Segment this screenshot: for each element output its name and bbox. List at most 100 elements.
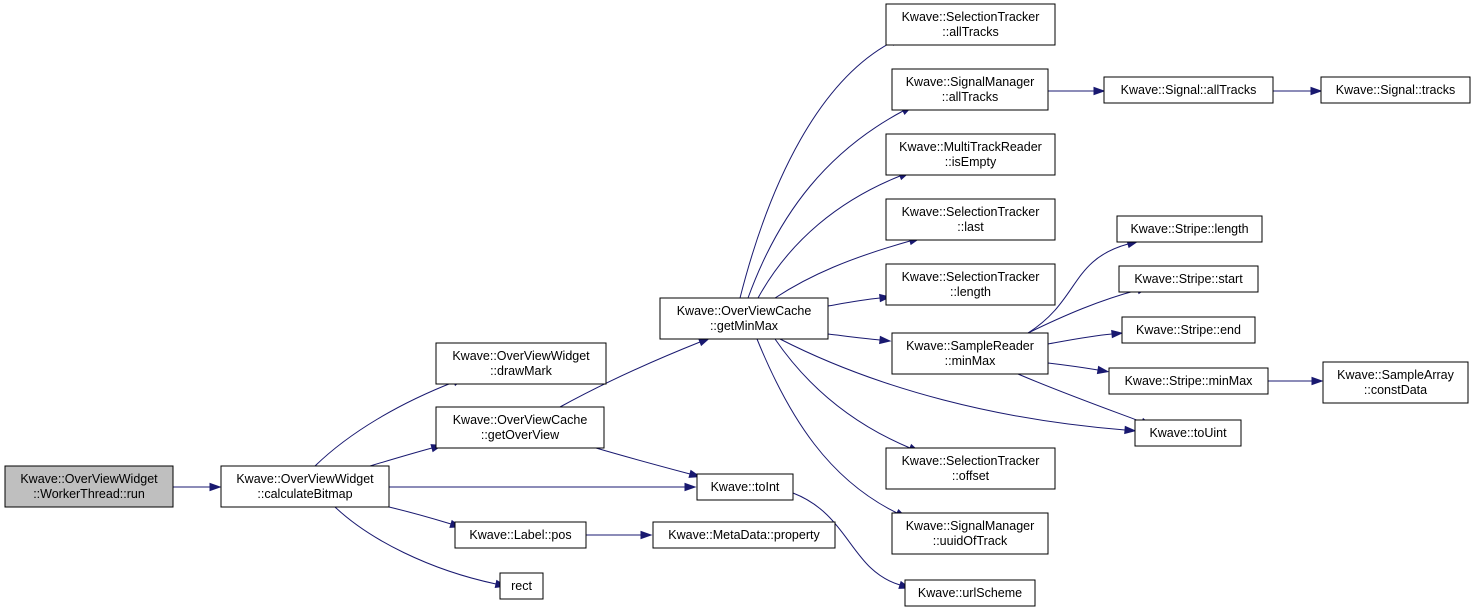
node-label: Kwave::SignalManager bbox=[906, 519, 1035, 533]
call-edge-getminmax-to-touint bbox=[779, 338, 1126, 431]
node-label: Kwave::urlScheme bbox=[918, 586, 1022, 600]
node-label: ::drawMark bbox=[490, 364, 553, 378]
node-box bbox=[1103, 76, 1274, 104]
call-edge-getminmax-to-st_alltracks bbox=[739, 41, 893, 299]
node-label: ::allTracks bbox=[942, 90, 999, 104]
node-label: Kwave::SelectionTracker bbox=[902, 270, 1040, 284]
node-box bbox=[891, 512, 1049, 555]
node-label: Kwave::Stripe::minMax bbox=[1125, 374, 1254, 388]
graph-node-rect[interactable]: rect bbox=[499, 572, 544, 600]
graph-node-sm-alltracks[interactable]: Kwave::SignalManager::allTracks bbox=[891, 68, 1049, 111]
node-label: Kwave::OverViewCache bbox=[453, 413, 588, 427]
arrowhead-icon bbox=[1111, 329, 1124, 339]
node-label: Kwave::Label::pos bbox=[469, 528, 571, 542]
node-label: ::uuidOfTrack bbox=[933, 534, 1008, 548]
call-edge-sr_minmax-to-stripe_length bbox=[1027, 243, 1129, 334]
graph-node-sa-constdata[interactable]: Kwave::SampleArray::constData bbox=[1322, 361, 1469, 404]
arrowhead-icon bbox=[1096, 365, 1110, 375]
arrowhead-icon bbox=[1093, 86, 1106, 96]
graph-node-sig-alltracks[interactable]: Kwave::Signal::allTracks bbox=[1103, 76, 1274, 104]
node-label: rect bbox=[511, 579, 532, 593]
graph-node-property[interactable]: Kwave::MetaData::property bbox=[652, 521, 836, 549]
node-box bbox=[220, 465, 390, 508]
node-label: ::WorkerThread::run bbox=[33, 487, 145, 501]
node-label: Kwave::MultiTrackReader bbox=[899, 140, 1042, 154]
node-label: ::getOverView bbox=[481, 428, 560, 442]
node-box bbox=[1108, 367, 1269, 395]
graph-node-toint[interactable]: Kwave::toInt bbox=[696, 473, 794, 501]
node-box bbox=[885, 263, 1056, 306]
node-label: Kwave::SignalManager bbox=[906, 75, 1035, 89]
arrowhead-icon bbox=[1310, 86, 1323, 96]
node-label: ::length bbox=[950, 285, 991, 299]
node-box bbox=[696, 473, 794, 501]
graph-node-urlscheme[interactable]: Kwave::urlScheme bbox=[904, 579, 1036, 607]
node-box bbox=[1134, 419, 1242, 447]
call-edge-getoverview-to-getminmax bbox=[559, 341, 701, 408]
node-box bbox=[885, 3, 1056, 46]
node-label: ::last bbox=[957, 220, 984, 234]
graph-node-mtr-isempty[interactable]: Kwave::MultiTrackReader::isEmpty bbox=[885, 133, 1056, 176]
graph-node-getoverview[interactable]: Kwave::OverViewCache::getOverView bbox=[435, 406, 605, 449]
graph-node-stripe-start[interactable]: Kwave::Stripe::start bbox=[1118, 265, 1259, 293]
node-label: Kwave::SampleReader bbox=[906, 339, 1034, 353]
call-edge-getminmax-to-st_length bbox=[827, 297, 881, 307]
node-label: Kwave::OverViewWidget bbox=[236, 472, 374, 486]
node-label: ::constData bbox=[1364, 383, 1427, 397]
node-label: Kwave::SelectionTracker bbox=[902, 10, 1040, 24]
graph-node-stripe-end[interactable]: Kwave::Stripe::end bbox=[1121, 316, 1256, 344]
call-edge-getminmax-to-mtr_isempty bbox=[757, 175, 901, 299]
graph-node-touint[interactable]: Kwave::toUint bbox=[1134, 419, 1242, 447]
arrowhead-icon bbox=[684, 482, 697, 492]
graph-node-st-offset[interactable]: Kwave::SelectionTracker::offset bbox=[885, 447, 1056, 490]
arrowhead-icon bbox=[1311, 376, 1324, 386]
call-nodes: Kwave::OverViewWidget::WorkerThread::run… bbox=[4, 3, 1471, 607]
node-box bbox=[1118, 265, 1259, 293]
call-edge-calc-to-getoverview bbox=[369, 447, 433, 467]
graph-node-run[interactable]: Kwave::OverViewWidget::WorkerThread::run bbox=[4, 465, 174, 508]
node-box bbox=[1116, 215, 1263, 243]
graph-node-sig-tracks[interactable]: Kwave::Signal::tracks bbox=[1320, 76, 1471, 104]
node-label: Kwave::Stripe::length bbox=[1130, 222, 1248, 236]
call-edge-sr_minmax-to-stripe_start bbox=[1027, 289, 1139, 334]
node-box bbox=[885, 133, 1056, 176]
node-box bbox=[891, 68, 1049, 111]
node-label: Kwave::SelectionTracker bbox=[902, 454, 1040, 468]
graph-node-getminmax[interactable]: Kwave::OverViewCache::getMinMax bbox=[659, 297, 829, 340]
call-edge-getminmax-to-st_offset bbox=[774, 338, 911, 449]
node-label: ::isEmpty bbox=[945, 155, 997, 169]
node-label: ::calculateBitmap bbox=[257, 487, 352, 501]
node-label: ::getMinMax bbox=[710, 319, 779, 333]
graph-node-calc[interactable]: Kwave::OverViewWidget::calculateBitmap bbox=[220, 465, 390, 508]
arrowhead-icon bbox=[879, 335, 892, 345]
node-label: Kwave::SelectionTracker bbox=[902, 205, 1040, 219]
graph-node-stripe-length[interactable]: Kwave::Stripe::length bbox=[1116, 215, 1263, 243]
arrowhead-icon bbox=[879, 293, 892, 303]
node-box bbox=[499, 572, 544, 600]
call-edge-getoverview-to-toint bbox=[595, 447, 691, 475]
graph-node-sr-minmax[interactable]: Kwave::SampleReader::minMax bbox=[891, 332, 1049, 375]
node-box bbox=[659, 297, 829, 340]
call-edge-getminmax-to-sr_minmax bbox=[827, 333, 881, 341]
node-label: Kwave::SampleArray bbox=[1337, 368, 1454, 382]
graph-node-stripe-minmax[interactable]: Kwave::Stripe::minMax bbox=[1108, 367, 1269, 395]
graph-node-st-last[interactable]: Kwave::SelectionTracker::last bbox=[885, 198, 1056, 241]
call-edge-toint-to-urlscheme bbox=[792, 492, 901, 586]
node-label: Kwave::OverViewWidget bbox=[452, 349, 590, 363]
graph-node-drawmark[interactable]: Kwave::OverViewWidget::drawMark bbox=[435, 342, 607, 385]
arrowhead-icon bbox=[640, 530, 653, 540]
call-edge-sr_minmax-to-touint bbox=[1017, 373, 1143, 423]
arrowhead-icon bbox=[209, 482, 222, 492]
graph-node-labelpos[interactable]: Kwave::Label::pos bbox=[454, 521, 587, 549]
graph-node-sm-uuid[interactable]: Kwave::SignalManager::uuidOfTrack bbox=[891, 512, 1049, 555]
node-box bbox=[454, 521, 587, 549]
call-edge-calc-to-rect bbox=[334, 506, 497, 585]
graph-node-st-alltracks[interactable]: Kwave::SelectionTracker::allTracks bbox=[885, 3, 1056, 46]
node-box bbox=[891, 332, 1049, 375]
node-label: Kwave::toUint bbox=[1149, 426, 1227, 440]
node-label: ::allTracks bbox=[942, 25, 999, 39]
node-label: Kwave::OverViewWidget bbox=[20, 472, 158, 486]
graph-node-st-length[interactable]: Kwave::SelectionTracker::length bbox=[885, 263, 1056, 306]
call-edge-getminmax-to-sm_uuid bbox=[756, 338, 898, 514]
